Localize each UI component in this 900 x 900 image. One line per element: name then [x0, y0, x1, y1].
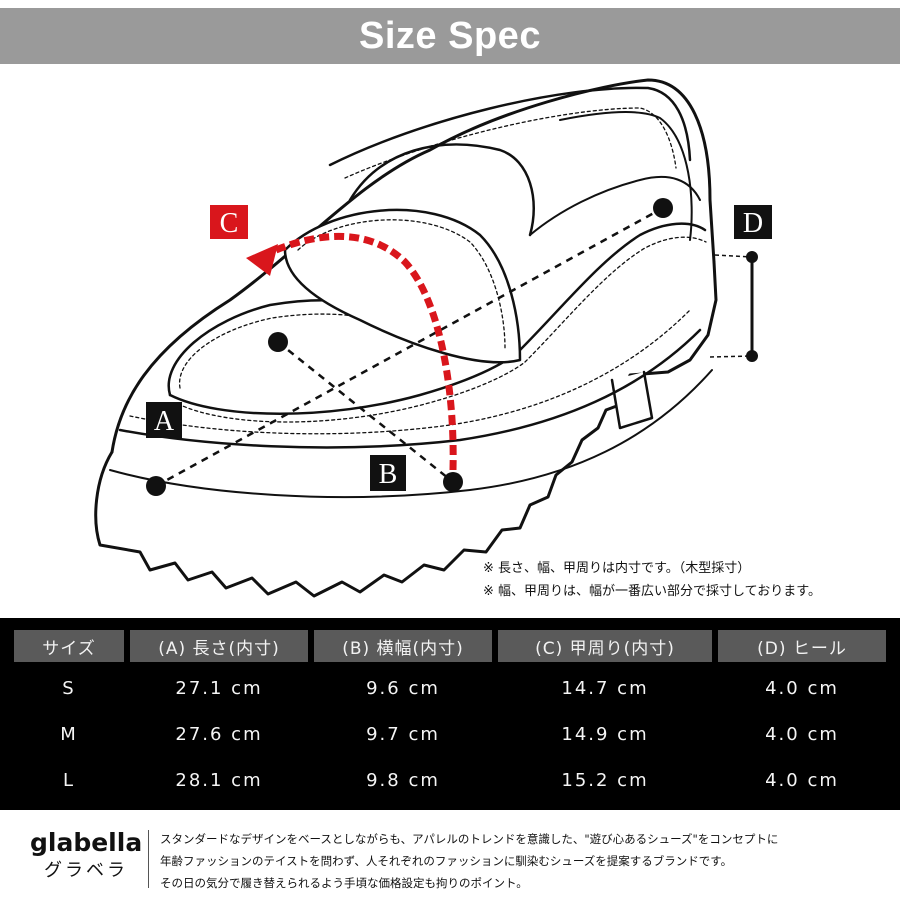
cell-heel: 4.0 cm — [765, 677, 839, 699]
header-width: (B) 横幅(内寸) — [314, 630, 492, 662]
header-length: (A) 長さ(内寸) — [130, 630, 308, 662]
label-b: B — [379, 459, 398, 490]
cell-size: M — [60, 723, 78, 745]
page-title: Size Spec — [359, 14, 541, 57]
measurement-notes: ※ 長さ、幅、甲周りは内寸です。（木型採寸） ※ 幅、甲周りは、幅が一番広い部分… — [483, 557, 900, 603]
brand-kana: グラベラ — [44, 860, 128, 881]
table-row: M 27.6 cm 9.7 cm 14.9 cm 4.0 cm — [0, 712, 900, 756]
cell-width: 9.7 cm — [366, 723, 440, 745]
shoe-strap — [283, 208, 522, 364]
cell-instep: 14.7 cm — [561, 677, 649, 699]
brand-section: glabella グラベラ スタンダードなデザインをベースとしながらも、アパレル… — [0, 810, 900, 900]
instep-arrowhead — [246, 244, 278, 276]
shoe-upper — [110, 78, 716, 454]
shoe-sole — [94, 260, 718, 598]
label-a-box: A — [146, 402, 182, 438]
brand-name: glabella — [30, 828, 143, 857]
header-instep: (C) 甲周り(内寸) — [498, 630, 712, 662]
brand-logo: glabella グラベラ — [30, 828, 142, 884]
label-c: C — [220, 208, 239, 239]
cell-heel: 4.0 cm — [765, 769, 839, 791]
note-line: ※ 幅、甲周りは、幅が一番広い部分で採寸しております。 — [483, 584, 821, 599]
width-start-point — [268, 332, 288, 352]
heel-height-bracket — [709, 254, 754, 358]
heel-top-point — [746, 251, 758, 263]
size-spec-table: サイズ (A) 長さ(内寸) (B) 横幅(内寸) (C) 甲周り(内寸) (D… — [0, 618, 900, 810]
table-row: S 27.1 cm 9.6 cm 14.7 cm 4.0 cm — [0, 666, 900, 710]
cell-heel: 4.0 cm — [765, 723, 839, 745]
note-line: ※ 長さ、幅、甲周りは内寸です。（木型採寸） — [483, 561, 751, 576]
length-end-point — [653, 198, 673, 218]
cell-width: 9.6 cm — [366, 677, 440, 699]
cell-width: 9.8 cm — [366, 769, 440, 791]
width-end-point — [443, 472, 463, 492]
label-d: D — [743, 208, 763, 239]
label-c-box: C — [210, 205, 248, 239]
instep-curve — [274, 232, 457, 471]
cell-instep: 15.2 cm — [561, 769, 649, 791]
heel-bottom-point — [746, 350, 758, 362]
length-start-point — [146, 476, 166, 496]
brand-description-line: その日の気分で履き替えられるよう手頃な価格設定も拘りのポイント。 — [160, 876, 528, 890]
table-row: L 28.1 cm 9.8 cm 15.2 cm 4.0 cm — [0, 758, 900, 802]
cell-size: L — [62, 769, 76, 791]
cell-instep: 14.9 cm — [561, 723, 649, 745]
brand-description-line: スタンダードなデザインをベースとしながらも、アパレルのトレンドを意識した、"遊び… — [160, 832, 779, 846]
length-line — [155, 206, 664, 488]
cell-length: 27.6 cm — [175, 723, 263, 745]
brand-description: スタンダードなデザインをベースとしながらも、アパレルのトレンドを意識した、"遊び… — [160, 828, 900, 894]
header-heel: (D) ヒール — [718, 630, 886, 662]
shoe-heel — [610, 370, 654, 430]
label-d-box: D — [734, 205, 772, 239]
title-bar: Size Spec — [0, 8, 900, 64]
table-header: サイズ (A) 長さ(内寸) (B) 横幅(内寸) (C) 甲周り(内寸) (D… — [0, 630, 900, 662]
width-line — [277, 341, 454, 483]
label-a: A — [154, 406, 175, 437]
brand-description-line: 年齢ファッションのテイストを問わず、人それぞれのファッションに馴染むシューズを提… — [160, 854, 733, 868]
shoe-illustration: C D A B — [94, 78, 772, 598]
brand-divider — [148, 830, 149, 888]
header-size: サイズ — [14, 630, 124, 662]
cell-length: 28.1 cm — [175, 769, 263, 791]
cell-length: 27.1 cm — [175, 677, 263, 699]
label-b-box: B — [370, 455, 406, 491]
cell-size: S — [62, 677, 76, 699]
